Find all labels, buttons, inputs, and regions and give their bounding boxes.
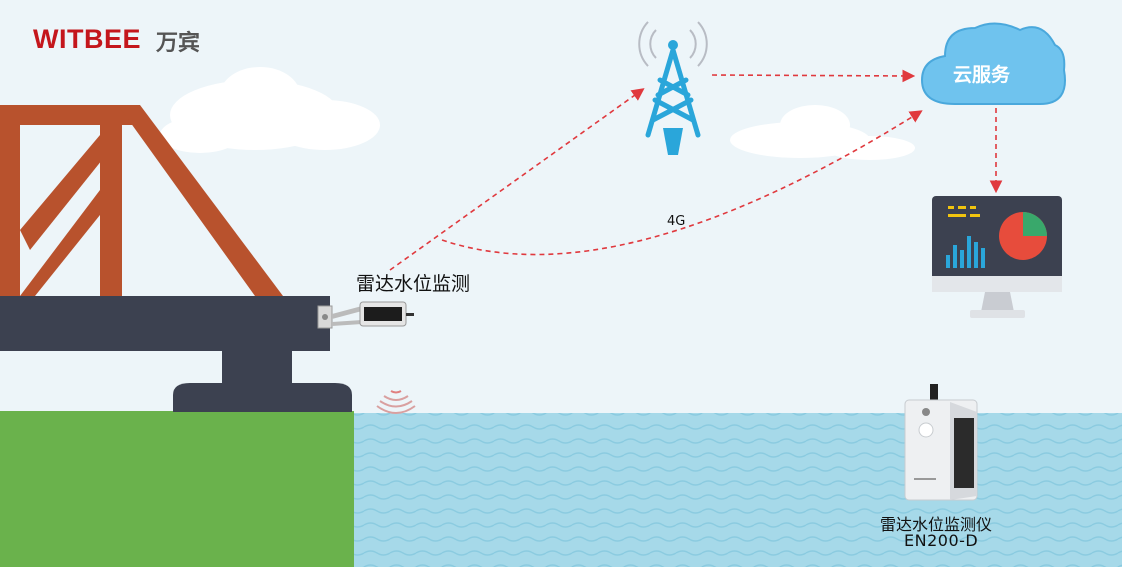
data-flow-arrows — [389, 69, 1003, 271]
radar-signal-icon — [376, 390, 416, 414]
grass-bank — [0, 411, 354, 567]
brand-logo: WITBEE — [33, 24, 141, 54]
radar-sensor-label: 雷达水位监测 — [356, 273, 471, 295]
cloud-service-icon — [920, 22, 1066, 105]
device-model-label: EN200-D — [904, 531, 979, 550]
device-name-label: 雷达水位监测仪 — [880, 515, 993, 534]
water-level-device — [904, 384, 978, 501]
bridge — [0, 105, 352, 412]
brand-logo-cn: 万宾 — [156, 31, 201, 56]
monitor-icon — [932, 196, 1062, 318]
cell-tower-icon — [638, 21, 708, 155]
cloud-label: 云服务 — [953, 64, 1011, 86]
bridge-deck — [0, 296, 330, 351]
network-label: 4G — [667, 214, 686, 229]
background-clouds — [160, 67, 915, 160]
radar-sensor — [317, 301, 414, 329]
